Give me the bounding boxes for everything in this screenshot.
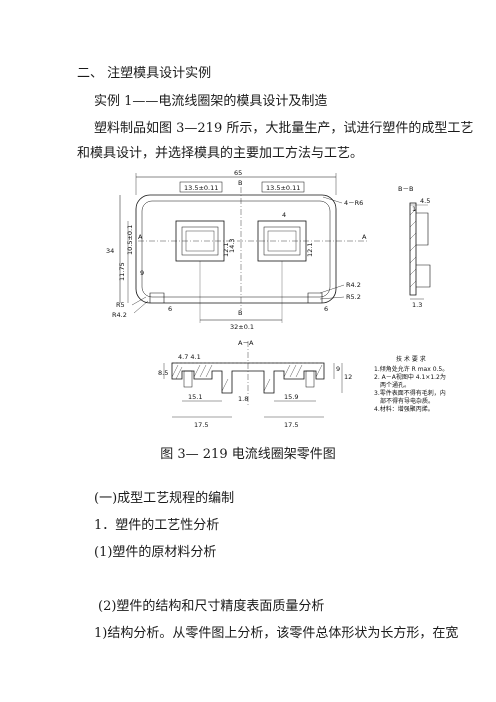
plan-inner-outline: [141, 200, 331, 298]
aa-b2: 17.5: [284, 421, 298, 429]
dim-inner-left: 12.1: [222, 243, 230, 257]
aa-b1: 17.5: [194, 421, 208, 429]
note-2b: 两个通孔。: [380, 381, 410, 389]
section-a-left: A: [138, 233, 143, 241]
dim-h3: 14.3: [228, 239, 236, 253]
coil-frame-drawing: 65 13.5±0.11 13.5±0.11 4－R6 4 34 11.75 1…: [98, 165, 473, 435]
dim-slot: 4: [282, 211, 286, 219]
aa-section-profile: [171, 362, 325, 394]
bb-title: B－B: [398, 185, 413, 193]
dim-overall-width: 65: [234, 169, 242, 177]
left-notch: [149, 292, 165, 303]
aa-title: A－A: [238, 339, 254, 347]
dim-small6-left: 6: [168, 305, 172, 313]
dim-window-left: 13.5±0.11: [184, 184, 218, 192]
intro-line-1: 塑料制品如图 3—219 所示，大批量生产，试进行塑件的成型工艺: [94, 121, 474, 136]
bb-dim2: 4.5: [420, 197, 430, 205]
section-b-top: B: [238, 179, 242, 187]
aa-left: 8.5: [158, 369, 168, 377]
dim-h2: 10.5±0.1: [126, 225, 134, 255]
notes-title: 技 术 要 求: [396, 355, 426, 363]
bb-dim1: 1: [412, 205, 416, 213]
dim-small9: 9: [140, 269, 144, 277]
dim-small6-right: 6: [324, 305, 328, 313]
aa-right2: 12: [344, 373, 352, 381]
intro-line-2: 和模具设计，并选择模具的主要加工方法与工艺。: [77, 146, 364, 161]
section-4: (2)塑件的结构和尺寸精度表面质量分析: [98, 599, 325, 614]
aa-w1: 15.1: [188, 393, 202, 401]
aa-top: 4.7 4.1: [178, 353, 201, 361]
engineering-drawing-svg: 65 13.5±0.11 13.5±0.11 4－R6 4 34 11.75 1…: [106, 169, 448, 429]
bb-section-wall: [409, 202, 417, 296]
section-1: (一)成型工艺规程的编制: [94, 491, 235, 506]
note-2: 2. A－A视图中 4.1×1.2为: [374, 373, 446, 381]
dim-r5: R5: [116, 301, 125, 309]
figure-caption: 图 3— 219 电流线圈架零件图: [160, 447, 336, 462]
section-a-right: A: [362, 233, 367, 241]
dim-r52: R5.2: [346, 293, 361, 301]
dim-corner-radius: 4－R6: [344, 199, 363, 207]
plan-outer-outline: [135, 194, 337, 304]
note-3: 3.零件表面不得有毛刺，内: [374, 389, 446, 397]
dim-r42-left: R4.2: [112, 311, 127, 319]
aa-right1: 9: [336, 365, 340, 373]
dim-inner-right: 12.1: [306, 243, 314, 257]
aa-mid: 1.8: [238, 395, 248, 403]
example-title: 实例 1——电流线圈架的模具设计及制造: [94, 94, 328, 109]
section-5: 1)结构分析。从零件图上分析，该零件总体形状为长方形，在宽: [94, 626, 459, 641]
aa-w2: 15.9: [284, 393, 298, 401]
dim-height: 34: [106, 247, 114, 255]
section-b-bottom: B: [238, 309, 242, 317]
right-notch: [307, 292, 323, 303]
note-4: 4.材料：增强聚丙烯。: [374, 405, 434, 413]
section-3: (1)塑件的原材料分析: [94, 545, 217, 560]
section-heading: 二、 注塑模具设计实例: [77, 66, 212, 81]
note-3b: 部不得有导电杂质。: [380, 397, 434, 405]
note-1: 1.倾角处允许 R max 0.5。: [374, 365, 448, 373]
bb-dim3: 1.3: [412, 301, 422, 309]
dim-window-right: 13.5±0.11: [266, 184, 300, 192]
dim-h1: 11.75: [118, 262, 126, 281]
section-2: 1．塑件的工艺性分析: [94, 518, 220, 533]
dim-spacing: 32±0.1: [230, 323, 254, 331]
dim-r42-right: R4.2: [346, 281, 361, 289]
